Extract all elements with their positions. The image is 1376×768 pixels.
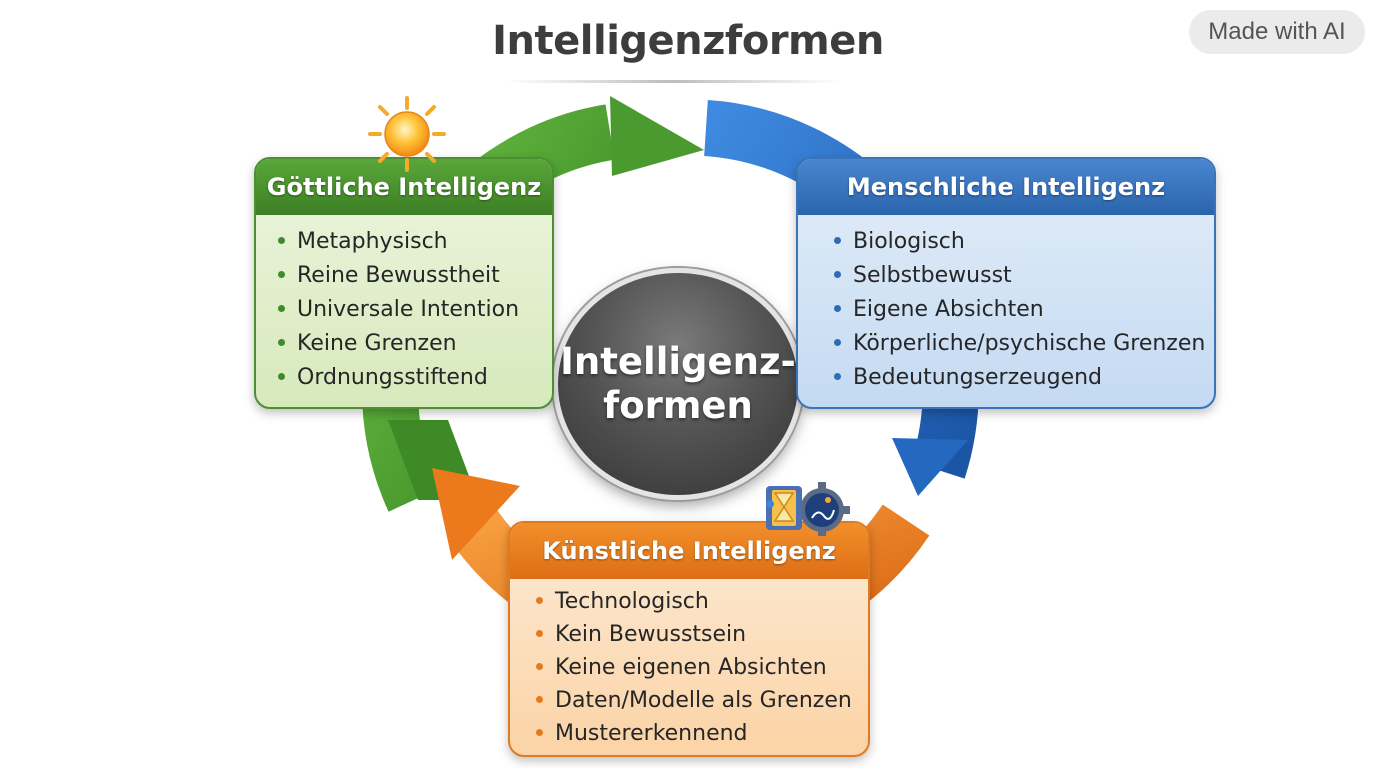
- green-arrowhead: [610, 96, 704, 176]
- card-title: Göttliche Intelligenz: [256, 159, 552, 215]
- bullet-icon: [834, 338, 841, 346]
- list-item: Keine Grenzen: [278, 327, 552, 361]
- bullet-icon: [536, 662, 543, 670]
- card-menschliche-intelligenz: Menschliche Intelligenz Biologisch Selbs…: [796, 157, 1216, 409]
- card-list: Metaphysisch Reine Bewusstheit Universal…: [256, 215, 552, 395]
- center-label-line1: Intelligenz-: [560, 340, 796, 383]
- card-list: Biologisch Selbstbewusst Eigene Absichte…: [798, 215, 1214, 395]
- card-title: Menschliche Intelligenz: [798, 159, 1214, 215]
- list-item: Daten/Modelle als Grenzen: [536, 684, 868, 717]
- list-item: Ordnungsstiftend: [278, 361, 552, 395]
- bullet-icon: [278, 338, 285, 346]
- bullet-icon: [536, 695, 543, 703]
- list-item: Körperliche/psychische Grenzen: [834, 327, 1214, 361]
- list-item: Metaphysisch: [278, 225, 552, 259]
- bullet-icon: [536, 728, 543, 736]
- page-title: Intelligenzformen: [492, 18, 884, 64]
- list-item: Bedeutungserzeugend: [834, 361, 1214, 395]
- card-title: Künstliche Intelligenz: [510, 523, 868, 579]
- bullet-icon: [834, 304, 841, 312]
- list-item: Technologisch: [536, 585, 868, 618]
- bullet-icon: [278, 304, 285, 312]
- card-goettliche-intelligenz: Göttliche Intelligenz Metaphysisch Reine…: [254, 157, 554, 409]
- card-kuenstliche-intelligenz: Künstliche Intelligenz Technologisch Kei…: [508, 521, 870, 757]
- sun-icon: [368, 96, 446, 172]
- bullet-icon: [278, 372, 285, 380]
- bullet-icon: [834, 236, 841, 244]
- center-label-line2: formen: [603, 384, 753, 427]
- list-item: Reine Bewusstheit: [278, 259, 552, 293]
- gear-hourglass-icon: [766, 482, 850, 536]
- title-underline: [505, 80, 841, 83]
- center-circle: Intelligenz- formen: [553, 268, 803, 500]
- list-item: Eigene Absichten: [834, 293, 1214, 327]
- card-list: Technologisch Kein Bewusstsein Keine eig…: [510, 579, 868, 750]
- orange-arrowhead: [432, 468, 520, 560]
- made-with-ai-badge: Made with AI: [1189, 10, 1365, 54]
- bullet-icon: [536, 596, 543, 604]
- bullet-icon: [278, 270, 285, 278]
- bullet-icon: [536, 629, 543, 637]
- bullet-icon: [278, 236, 285, 244]
- list-item: Keine eigenen Absichten: [536, 651, 868, 684]
- list-item: Universale Intention: [278, 293, 552, 327]
- list-item: Biologisch: [834, 225, 1214, 259]
- blue-arrowhead: [892, 438, 968, 496]
- bullet-icon: [834, 372, 841, 380]
- list-item: Selbstbewusst: [834, 259, 1214, 293]
- list-item: Kein Bewusstsein: [536, 618, 868, 651]
- bullet-icon: [834, 270, 841, 278]
- list-item: Mustererkennend: [536, 717, 868, 750]
